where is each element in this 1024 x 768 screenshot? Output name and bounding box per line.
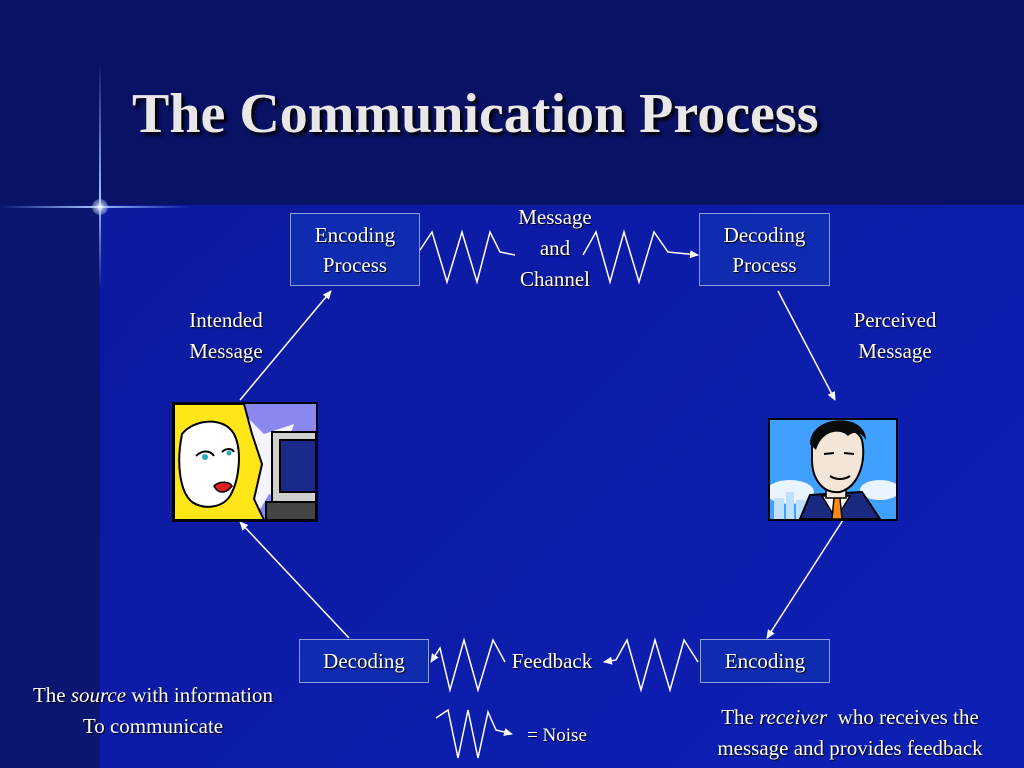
noise-zigzag-feedback-left — [430, 637, 506, 693]
receiver-caption-line2: message and provides feedback — [717, 736, 983, 760]
decoding-box: Decoding — [299, 639, 429, 683]
perceived-message-line2: Message — [858, 339, 932, 363]
intended-message-line2: Message — [189, 339, 263, 363]
zigzag-noise-icon — [435, 708, 513, 759]
intended-message-label: Intended Message — [166, 305, 286, 367]
arrow-receiver-to-encoding — [766, 519, 844, 639]
woman-at-computer-icon — [172, 402, 318, 522]
slide-title: The Communication Process — [132, 83, 819, 145]
noise-zigzag-top-left — [419, 229, 516, 285]
arrow-decoding-to-receiver — [777, 290, 836, 401]
perceived-message-line1: Perceived — [853, 308, 937, 332]
message-channel-line1: Message — [518, 205, 592, 229]
sparkle-icon — [92, 199, 108, 215]
encoding-label: Encoding — [724, 649, 806, 673]
message-channel-line2: and — [539, 236, 571, 260]
encoding-process-line2: Process — [322, 252, 388, 277]
decoding-label: Decoding — [323, 649, 405, 673]
header-band — [0, 0, 1024, 205]
noise-zigzag-feedback-right — [603, 637, 699, 693]
noise-zigzag-top-right — [582, 229, 699, 285]
arrow-source-to-encoding — [239, 290, 332, 401]
receiver-caption-suffix: who receives the — [837, 705, 979, 729]
feedback-label: Feedback — [511, 649, 593, 673]
encoding-box: Encoding — [700, 639, 830, 683]
message-channel-line3: Channel — [520, 267, 590, 291]
man-portrait-icon — [768, 418, 898, 521]
source-caption-line2: To communicate — [82, 714, 224, 738]
source-caption: The source with information To communica… — [8, 680, 298, 742]
source-caption-suffix: with information — [131, 683, 274, 707]
decoding-process-line1: Decoding — [723, 222, 806, 247]
receiver-caption-italic: receiver — [759, 705, 828, 729]
receiver-caption-prefix: The — [721, 705, 754, 729]
noise-legend-label: = Noise — [527, 725, 587, 746]
receiver-caption: The receiver who receives the message an… — [688, 702, 1012, 764]
sparkle-vertical — [99, 60, 101, 290]
perceived-message-label: Perceived Message — [835, 305, 955, 367]
decoding-process-line2: Process — [732, 252, 797, 277]
message-channel-label: Message and Channel — [505, 202, 605, 295]
intended-message-line1: Intended — [189, 308, 263, 332]
encoding-process-line1: Encoding — [314, 222, 396, 247]
source-caption-italic: source — [70, 683, 127, 707]
left-band — [0, 205, 100, 768]
source-caption-prefix: The — [32, 683, 66, 707]
arrow-decoding-to-source — [239, 521, 350, 639]
